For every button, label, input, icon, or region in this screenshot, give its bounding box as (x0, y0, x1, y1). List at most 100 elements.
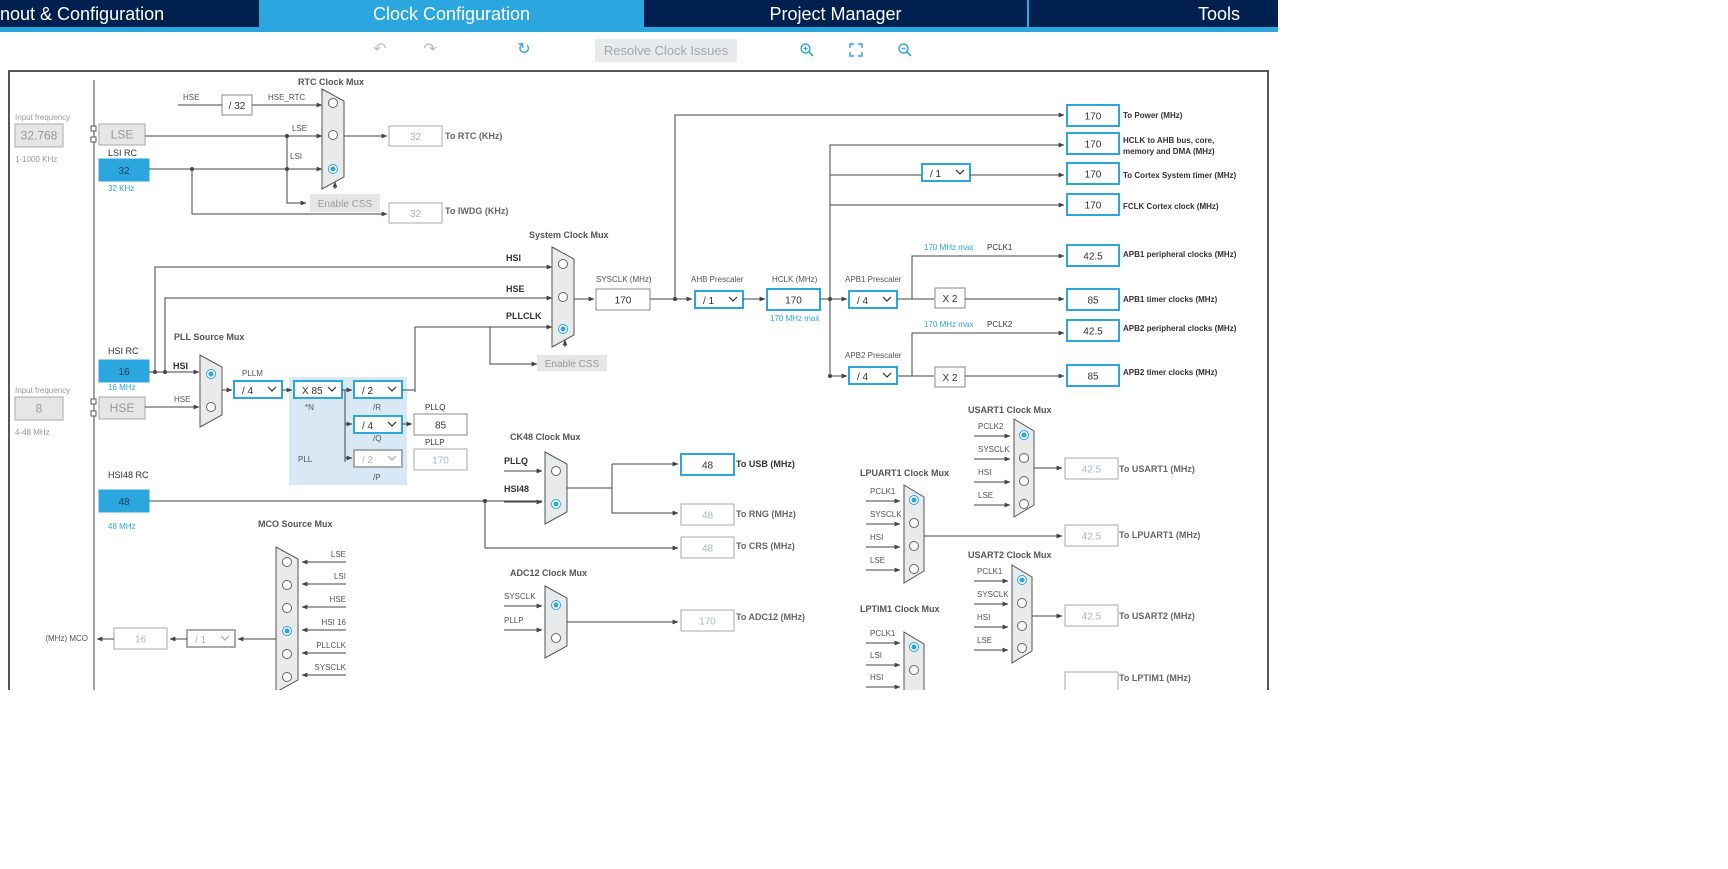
mco-source-mux-option-5[interactable] (282, 672, 292, 682)
hsi-rc-box[interactable] (98, 359, 150, 383)
usart1-clock-mux-option-selected-dot (1021, 432, 1027, 438)
label-lptim1-title: LPTIM1 Clock Mux (860, 604, 940, 614)
apb1-prescaler-select-value: / 4 (857, 296, 869, 307)
usart2-clock-mux-option-2[interactable] (1017, 621, 1027, 631)
tab-tools[interactable]: Tools (1029, 0, 1278, 27)
pllm-select-value: / 4 (242, 386, 254, 397)
hse-frequency-input-value: 8 (36, 402, 43, 416)
lpuart1-clock-mux-option-3[interactable] (909, 564, 919, 574)
usart1-output-box[interactable] (1064, 457, 1119, 480)
label-sys-hsi: HSI (506, 253, 521, 263)
label-enable-css: Enable CSS (545, 359, 600, 370)
lse-frequency-input[interactable] (14, 123, 64, 148)
apb1-peripheral-output-box-value: 42.5 (1083, 252, 1103, 263)
refresh-icon[interactable]: ↻ (517, 41, 531, 58)
label-mux-lsi: LSI (290, 152, 302, 161)
apb1-timer-multiplier-box[interactable] (934, 287, 966, 309)
mco-source-mux-option-1[interactable] (282, 580, 292, 590)
wire (484, 501, 679, 551)
apb1-peripheral-output-box[interactable] (1066, 244, 1120, 267)
rng-output-box[interactable] (680, 503, 735, 526)
mco-source-mux-option-2[interactable] (282, 603, 292, 613)
adc12-clock-mux-option-1[interactable] (551, 633, 561, 643)
rtc-enable-css-button[interactable] (310, 194, 380, 212)
power-output-box[interactable] (1066, 104, 1120, 127)
usart1-clock-mux-option-1[interactable] (1019, 453, 1029, 463)
resolve-clock-issues-button[interactable]: Resolve Clock Issues (595, 39, 737, 62)
hse-oscillator-box[interactable] (98, 396, 146, 420)
apb2-timer-output-box[interactable] (1066, 364, 1120, 387)
wire (829, 142, 1065, 376)
apb1-timer-output-box[interactable] (1066, 288, 1120, 311)
rng-output-box-value: 48 (702, 511, 714, 522)
label-ahb-prescaler-label: AHB Prescaler (691, 275, 744, 284)
lpuart1-clock-mux-option-1[interactable] (909, 518, 919, 528)
pllp-output-box[interactable] (413, 448, 468, 471)
fclk-output-box[interactable] (1066, 193, 1120, 216)
fit-icon[interactable] (844, 38, 868, 62)
cortex-timer-output-box[interactable] (1066, 162, 1120, 185)
label-mux-lse: LSE (292, 124, 307, 133)
rtc-clock-mux-option-1[interactable] (328, 130, 338, 140)
system-clock-mux-option-0[interactable] (558, 259, 568, 269)
plln-select-value: X 85 (302, 386, 323, 397)
pllq-output-box[interactable] (413, 413, 468, 436)
top-tab-bar: nout & Configuration Clock Configuration… (0, 0, 1278, 32)
redo-icon[interactable]: ↷ (423, 41, 437, 58)
apb2-prescaler-select[interactable] (848, 366, 898, 385)
lptim1-clock-mux-option-1[interactable] (909, 665, 919, 675)
sys-enable-css-button[interactable] (537, 355, 607, 371)
adc12-output-box[interactable] (680, 609, 735, 632)
rtc-output-box[interactable] (388, 125, 443, 147)
usart2-clock-mux-option-1[interactable] (1017, 598, 1027, 608)
lptim1-output-box[interactable] (1064, 671, 1119, 690)
label-lptim1-lsi: LSI (870, 651, 882, 660)
cortex-timer-divider-select[interactable] (921, 163, 971, 182)
apb2-timer-output-box-value: 85 (1087, 372, 1099, 383)
mco-output-box-value: 16 (135, 635, 147, 646)
usart1-clock-mux-option-2[interactable] (1019, 476, 1029, 486)
usart1-clock-mux (1013, 418, 1035, 518)
tab-project-manager[interactable]: Project Manager (644, 0, 1027, 27)
label-hsi48-rc-label: HSI48 RC (108, 470, 149, 480)
pllq-output-box-value: 85 (435, 421, 447, 432)
rtc-clock-mux-option-0[interactable] (328, 98, 338, 108)
fclk-output-box-value: 170 (1085, 201, 1102, 212)
label-apb2-prescaler-label: APB2 Prescaler (845, 351, 902, 360)
lsi-rc-box[interactable] (98, 158, 150, 182)
tab-pinout-configuration[interactable]: nout & Configuration (0, 0, 259, 27)
label-sys-mux-title: System Clock Mux (529, 230, 609, 240)
undo-icon[interactable]: ↶ (373, 41, 387, 58)
label-out-hclk-label1: HCLK to AHB bus, core, (1123, 136, 1214, 145)
label-mco-pllclk: PLLCLK (316, 641, 346, 650)
hclk-ahb-output-box[interactable] (1066, 132, 1120, 155)
crs-output-box[interactable] (680, 536, 735, 559)
tab-clock-configuration[interactable]: Clock Configuration (261, 0, 642, 27)
mco-source-mux-option-0[interactable] (282, 557, 292, 567)
apb2-timer-multiplier-box[interactable] (934, 366, 966, 388)
usart1-clock-mux-option-3[interactable] (1019, 499, 1029, 509)
pllp-select[interactable] (353, 449, 403, 468)
apb2-peripheral-output-box[interactable] (1066, 319, 1120, 342)
zoom-in-icon[interactable] (795, 38, 819, 62)
label-lptim1-pclk1: PCLK1 (870, 629, 896, 638)
usb-output-box[interactable] (680, 453, 735, 476)
mco-source-mux-option-4[interactable] (282, 649, 292, 659)
label-hse-range: 4-48 MHz (15, 428, 50, 437)
hse-frequency-input[interactable] (14, 396, 64, 421)
hse-oscillator-box-value: HSE (110, 401, 135, 415)
label-mco-lsi: LSI (334, 572, 346, 581)
ck48-clock-mux-option-0[interactable] (551, 466, 561, 476)
lpuart1-clock-mux-option-2[interactable] (909, 541, 919, 551)
lse-oscillator-box[interactable] (98, 123, 146, 146)
usart2-clock-mux-option-3[interactable] (1017, 643, 1027, 653)
pllp-select-value: / 2 (362, 455, 374, 466)
iwdg-output-box[interactable] (388, 202, 443, 224)
usart2-output-box-value: 42.5 (1082, 612, 1102, 623)
system-clock-mux-option-1[interactable] (558, 292, 568, 302)
usart2-output-box[interactable] (1064, 604, 1119, 627)
lpuart1-output-box[interactable] (1064, 524, 1119, 547)
zoom-out-icon[interactable] (893, 38, 917, 62)
pll-source-mux-option-1[interactable] (206, 402, 216, 412)
